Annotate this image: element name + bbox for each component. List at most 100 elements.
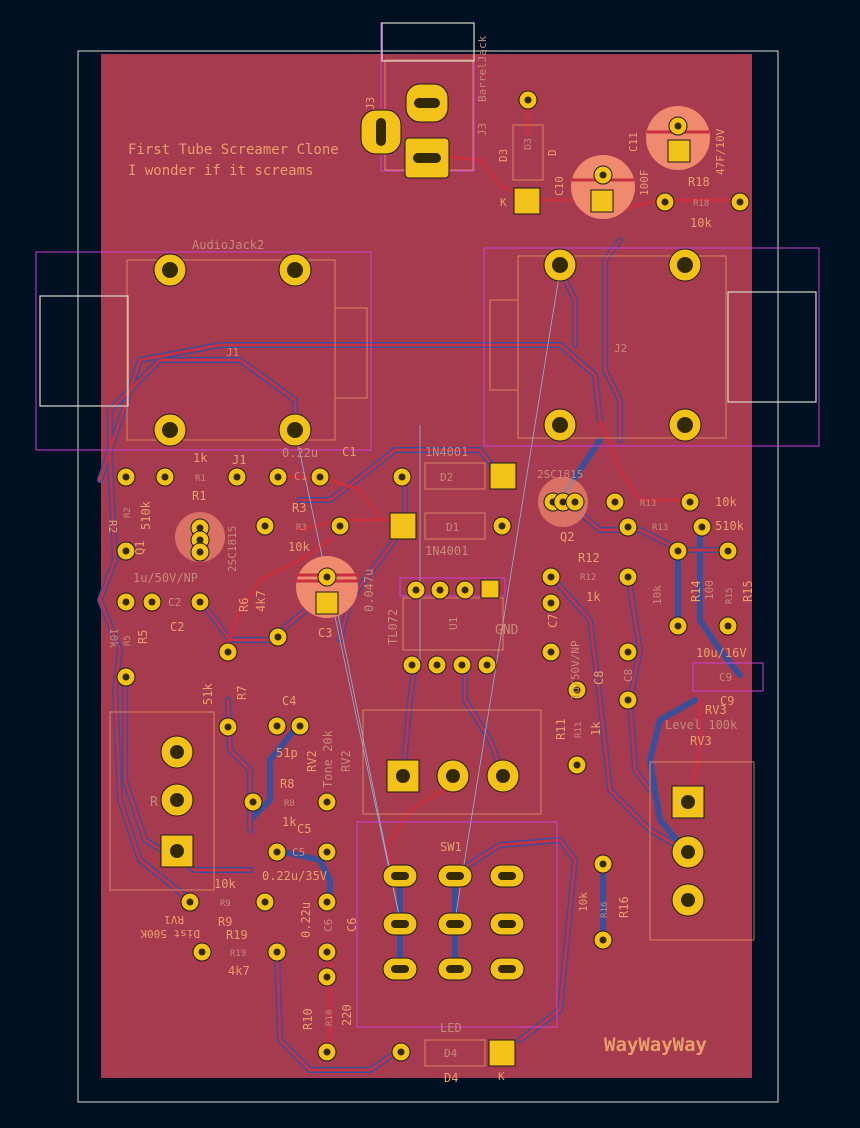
r3-body: R3 [296,523,307,533]
tht-pad-hole [458,661,466,669]
tht-pad-hole [323,1048,331,1056]
r12-value-1k: 1k [586,590,601,604]
r19-value: 4k7 [228,964,250,978]
c6-body: C6 [322,919,335,932]
c1-body: C1 [294,470,307,483]
board-outline [77,50,779,1103]
r2-ref: R2 [106,520,119,533]
tht-pad-hole [498,522,506,530]
r11-value: 1k [589,721,603,736]
r6-value: 4k7 [254,590,268,612]
r1-ref: R1 [192,489,206,503]
tht-pad-hole [122,473,130,481]
barrel-jack-label: BarrelJack [476,35,489,102]
r18-body: R18 [693,199,709,209]
c10-ref: C10 [553,176,566,196]
r5-ref: R5 [136,630,150,644]
tht-pad-hole [724,622,732,630]
r7-value: 51k [201,683,215,705]
tht-pad-hole [323,898,331,906]
square-pads [315,139,691,1067]
tht-pad-hole [624,648,632,656]
r8-value: 1k [282,815,297,829]
small-pads [116,90,750,1062]
r10-value: 220 [340,1004,354,1026]
r11-body: R11 [574,722,584,738]
d4-k-label: K [498,1070,505,1083]
tht-pad-hole [547,599,555,607]
tht-pad-hole [249,798,257,806]
tht-pad-hole [196,548,204,556]
c5-ref: C5 [297,822,311,836]
rv2-ref: RV2 [305,750,319,772]
u1-ref: U1 [447,617,460,630]
j3-ref-b: J3 [476,123,489,136]
q2-ref: Q2 [560,530,574,544]
barrel-jack-pads [360,83,450,179]
tht-pad-hole [624,523,632,531]
d2-ref: D2 [440,471,453,484]
c4-ref: C4 [282,694,296,708]
tht-pad-hole [148,598,156,606]
c9-value: 10u/16V [696,646,747,660]
tht-pad-hole [724,547,732,555]
r14-ref: R14 [689,580,703,602]
r18-value: 10k [690,216,712,230]
c8-body: C8 [622,669,635,682]
tht-pad-hole [573,686,581,694]
electrolytic-caps [175,106,710,618]
edge-rectangles [39,22,817,407]
c5-value: 0.22u/35V [262,869,327,883]
c3-ref: C3 [318,626,332,640]
tht-pad-hole [686,498,694,506]
tht-pad-hole [674,547,682,555]
tht-pad-hole [224,648,232,656]
d2-value: 1N4001 [425,445,468,459]
rv3-value: Level 100k [665,718,738,732]
r18-ref: R18 [688,175,710,189]
tht-pad-hole [323,948,331,956]
r10-ref: R10 [301,1008,315,1030]
r10-body: R10 [325,1010,335,1026]
c7-ref: C7 [546,614,560,628]
tht-pad-hole [524,96,532,104]
r2-body: R2 [123,507,133,518]
r9-body: R9 [220,899,231,909]
tht-pad-hole [186,898,194,906]
u1-value: TL072 [386,609,400,645]
c10-value: 100F [638,170,651,197]
c11-ref: C11 [627,132,640,152]
r15-ref: R15 [741,580,755,602]
d3-d-label: D [546,149,559,156]
rv1-ref: RV1 [164,913,184,926]
q1-value: 2SC1815 [226,526,239,572]
silk-outlines [109,59,755,1067]
tht-pad-hole [273,722,281,730]
tht-pad-hole [323,573,331,581]
gnd-label: GND [495,623,519,638]
tht-pad-hole [233,473,241,481]
tht-pad-hole [408,661,416,669]
board-fill [101,54,752,1078]
tht-pad-hole [198,948,206,956]
d1-value: 1N4001 [425,544,468,558]
r3-ref: R3 [292,501,306,515]
tht-pad-hole [661,198,669,206]
r15-body: R15 [725,588,735,604]
audiojack2-pads [153,253,312,447]
j1-ref: J1 [226,346,239,359]
c8-ref: C8 [592,671,606,685]
r9-ref: R9 [218,915,232,929]
rv1-value: Dist 500K [140,927,200,940]
tht-pad-hole [483,661,491,669]
c1-value: 0.22u [282,446,318,460]
c2-value: 1u/50V/NP [133,571,198,585]
ratsnest-lines [294,269,561,921]
r13-body-a: R13 [640,499,656,509]
r14-value: 10k [651,585,664,605]
r8-ref: R8 [280,777,294,791]
c6-value: 0.22u [299,902,313,938]
rv2-value: Tone 20k [321,729,335,788]
tht-pad-hole [323,848,331,856]
